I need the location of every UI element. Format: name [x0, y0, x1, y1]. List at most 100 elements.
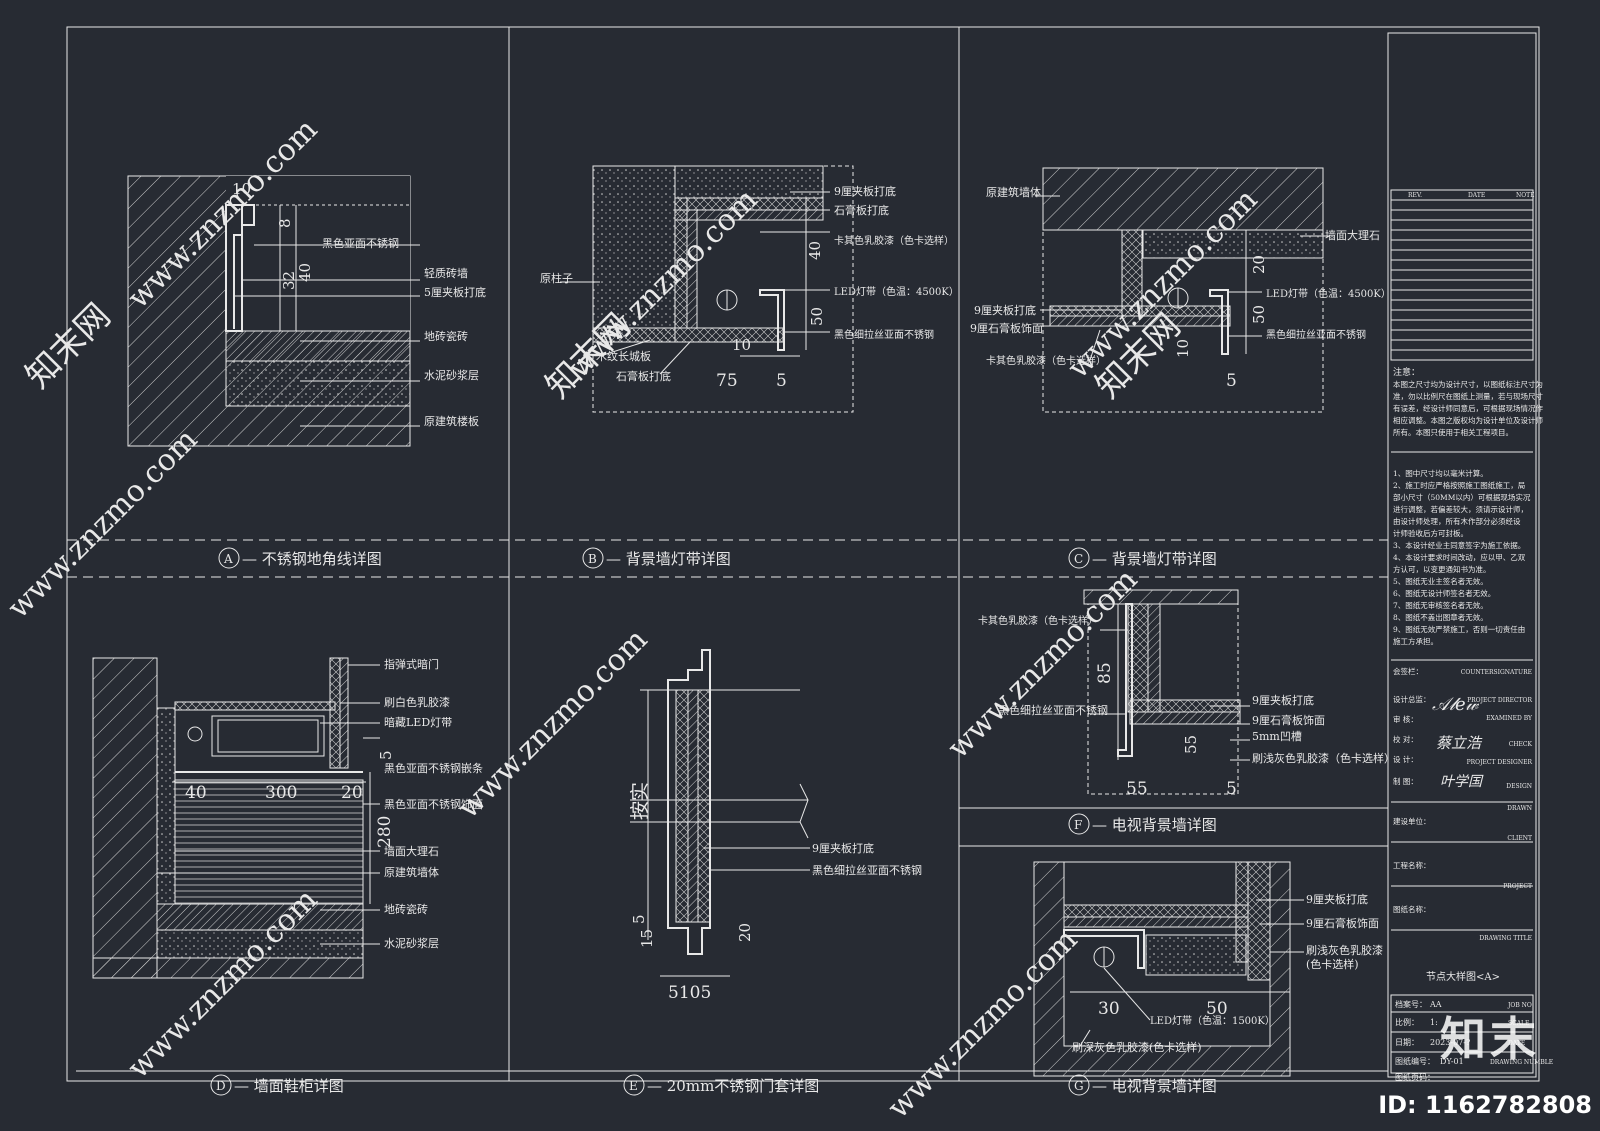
leader-lines: [704, 847, 810, 871]
tb-row-label: 会签栏：: [1393, 666, 1423, 676]
leader-lines: [560, 191, 830, 375]
dim: 30: [1098, 999, 1120, 1019]
label: 原柱子: [540, 271, 573, 285]
label: 9厘夹板打底: [834, 184, 896, 198]
drawing-title: 节点大样图<A>: [1426, 970, 1500, 983]
dim: 50: [1206, 999, 1228, 1019]
label: 刷深灰色乳胶漆(色卡选样): [1072, 1040, 1202, 1054]
date-value: 2023-07-?: [1430, 1038, 1470, 1047]
label: 刷白色乳胶漆: [384, 695, 450, 709]
label: 9厘夹板打底: [974, 303, 1036, 317]
caption-title: — 背景墙灯带详图: [606, 550, 731, 568]
caption-letter: E: [629, 1079, 638, 1093]
label: LED灯带（色温：4500K）: [1266, 287, 1391, 300]
scale-label: 比例：: [1395, 1017, 1419, 1027]
job-value: AA: [1429, 1000, 1442, 1009]
label: 9厘石膏板饰面: [1252, 713, 1325, 727]
label: 9厘夹板打底: [1306, 892, 1368, 906]
tb-row-label: 审 核：: [1393, 714, 1418, 724]
svg-text:知末网: 知末网: [18, 296, 118, 396]
detail-captions: A — 不锈钢地角线详图 B — 背景墙灯带详图 C — 背景墙灯带详图 D —…: [210, 547, 1217, 1096]
notes-list-item: 9、图纸无效严禁施工，否则一切责任由: [1393, 624, 1525, 634]
signature: 叶学国: [1440, 774, 1484, 790]
dim: 55: [1126, 779, 1148, 799]
detail-A: 10 8 40 32 黑色亚面不锈钢 轻质砖墙 5厘夹板打底 地砖瓷砖 水泥砂浆…: [127, 175, 486, 447]
notes-list-item: 4、本设计要求时间改动，应以甲、乙双: [1393, 552, 1526, 562]
dim: 50: [1250, 305, 1268, 324]
dim: 40: [296, 263, 314, 282]
label: 9厘夹板打底: [812, 841, 874, 855]
tb-row-en: DRAWN: [1507, 805, 1532, 812]
tb-row-label: 工程名称：: [1393, 860, 1431, 870]
caption-letter: D: [216, 1079, 226, 1093]
tb-row-en: EXAMINED BY: [1486, 715, 1533, 722]
note-line: 本图之尺寸均为设计尺寸，以图纸标注尺寸为: [1393, 379, 1543, 389]
drawing-no-value: DY-01: [1440, 1057, 1464, 1066]
detail-E: 按实 9厘夹板打底 黑色细拉丝亚面不锈钢 15 5 20 5105: [629, 649, 922, 1003]
dim: 50: [808, 307, 826, 326]
label: 9厘夹板打底: [1252, 693, 1314, 707]
detail-G: 30 50 9厘夹板打底 9厘石膏板饰面 刷浅灰色乳胶漆 (色卡选样) LED灯…: [1033, 861, 1383, 1077]
date-en: DATE: [1508, 1040, 1525, 1047]
dim: 10: [232, 180, 251, 198]
detail-C: 20 50 10 5 原建筑墙体 墙面大理石 LED灯带（色温：4500K） 9…: [970, 167, 1391, 413]
dim: 300: [265, 783, 297, 803]
label: 黑色亚面不锈钢嵌条: [384, 761, 483, 775]
tb-row-en: PROJECT: [1503, 883, 1532, 890]
detail-B: 40 50 10 75 5 9厘夹板打底 石膏板打底 卡其色乳胶漆（色卡选样） …: [540, 165, 959, 413]
note-title: 注意：: [1393, 366, 1420, 378]
last-label: 图纸页码：: [1395, 1072, 1435, 1082]
label: 5mm凹槽: [1252, 730, 1302, 743]
label: 原建筑墙体: [986, 185, 1041, 199]
caption-title: — 背景墙灯带详图: [1092, 550, 1217, 568]
date-label: 日期：: [1395, 1038, 1419, 1047]
detail-D: 40 300 20 5 280 指弹式暗门 刷白色乳胶漆 暗藏LED灯带 黑色亚…: [92, 657, 483, 979]
label: (色卡选样): [1306, 957, 1359, 971]
label: 木纹长城板: [596, 349, 651, 363]
detail-F: 85 55 55 5 卡其色乳胶漆（色卡选样） 黑色细拉丝亚面不锈钢 9厘夹板打…: [978, 589, 1395, 799]
dim: 5105: [668, 983, 711, 1003]
label: 9厘石膏板饰面: [970, 321, 1043, 335]
notes-list-item: 方认可，以变更通知书为准。: [1393, 564, 1491, 574]
label: 墙面大理石: [1325, 228, 1380, 242]
revision-table-lines: [1391, 199, 1533, 351]
label: 卡其色乳胶漆（色卡选样）: [978, 614, 1098, 627]
label: 卡其色乳胶漆（色卡选样）: [986, 354, 1106, 367]
tb-row-en: PROJECT DIRECTOR: [1467, 697, 1532, 704]
leader-lines: [1079, 899, 1304, 1047]
notes-list-item: 8、图纸不盖出图章者无效。: [1393, 612, 1488, 622]
dim: 5: [1226, 779, 1237, 799]
sheet-frame: [66, 26, 1540, 1082]
label: 墙面大理石: [384, 844, 439, 858]
signature: 蔡立浩: [1436, 734, 1483, 752]
dim: 85: [1095, 662, 1115, 684]
label: 水泥砂浆层: [384, 936, 439, 950]
tb-row-en: PROJECT DESIGNER: [1467, 759, 1533, 766]
label: 水泥砂浆层: [424, 368, 479, 382]
note-text: 本图之尺寸均为设计尺寸，以图纸标注尺寸为准，勿以比例尺在图纸上测量，若与现场尺寸…: [1393, 379, 1543, 437]
label: 指弹式暗门: [384, 657, 439, 671]
dim: 10: [1174, 339, 1192, 358]
dim: 40: [806, 241, 824, 260]
signature: 𝒜𝓁𝑒𝓌: [1432, 694, 1480, 715]
tb-row-label: 建设单位：: [1393, 816, 1431, 826]
dim: 5: [776, 371, 787, 391]
tb-row-label: 设 计：: [1393, 754, 1418, 764]
leader-lines: [234, 244, 420, 427]
dim: 280: [375, 816, 395, 848]
dim: 8: [276, 218, 294, 228]
dim: 20: [341, 783, 363, 803]
svg-text:www.znzmo.com: www.znzmo.com: [1, 422, 204, 625]
tb-row-label: 校 对：: [1393, 734, 1418, 744]
note-line: 准，勿以比例尺在图纸上测量，若与现场尺寸: [1393, 391, 1543, 401]
notes-list-item: 7、图纸无审核签名者无效。: [1393, 600, 1488, 610]
label: 黑色亚面不锈钢饰面: [384, 797, 483, 811]
general-notes-list: 1、图中尺寸均以毫米计算。2、施工时应严格按照施工图纸施工，局 部小尺寸（50M…: [1393, 468, 1531, 646]
leader-lines: [1035, 195, 1330, 361]
rev-header: NOTE: [1516, 192, 1535, 199]
caption-title: — 不锈钢地角线详图: [242, 550, 382, 568]
svg-text:www.znzmo.com: www.znzmo.com: [451, 622, 654, 825]
label: 黑色细拉丝亚面不锈钢: [812, 863, 922, 877]
notes-list-item: 施工方承担。: [1393, 636, 1438, 646]
scale-value: 1:: [1430, 1018, 1438, 1027]
